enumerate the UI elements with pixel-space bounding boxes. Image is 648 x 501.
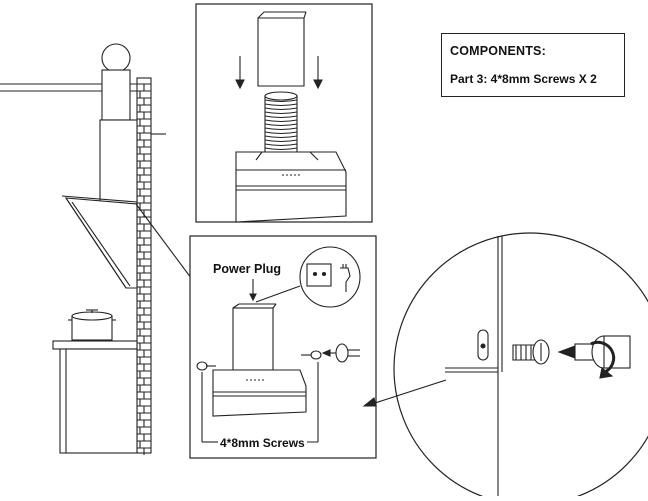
arrow-down-icon <box>313 56 323 90</box>
pointer-to-detail <box>135 203 201 291</box>
hood-duct-lower <box>99 119 138 205</box>
power-plug-bubble <box>255 246 361 308</box>
kitchen-counter <box>52 340 138 454</box>
screw-icon <box>196 361 216 371</box>
detail-hood <box>212 303 307 417</box>
components-part: Part 3: 4*8mm Screws X 2 <box>450 72 597 86</box>
room-scene <box>0 43 202 455</box>
screws-label: 4*8mm Screws <box>218 436 307 450</box>
large-screwdriver-icon <box>557 335 631 379</box>
hood-front-view <box>235 151 347 223</box>
cooking-pot <box>68 309 116 341</box>
large-screw-icon <box>512 339 550 365</box>
detail-panel <box>189 235 377 459</box>
flexible-duct <box>264 91 298 155</box>
brick-wall <box>136 77 152 455</box>
hood-side-view <box>61 195 138 289</box>
components-title: COMPONENTS: <box>450 44 546 58</box>
zoom-pointer <box>371 379 447 405</box>
screwdriver-icon <box>321 343 360 363</box>
components-box: COMPONENTS: Part 3: 4*8mm Screws X 2 <box>441 33 625 97</box>
power-plug-label: Power Plug <box>213 262 282 276</box>
assembly-panel <box>195 3 373 223</box>
ceiling-vent <box>101 43 131 73</box>
hood-duct-upper <box>101 69 131 121</box>
zoom-detail <box>362 232 648 501</box>
arrow-down-icon <box>235 56 245 90</box>
screw-icon <box>301 350 322 360</box>
chimney-cover <box>257 17 305 87</box>
